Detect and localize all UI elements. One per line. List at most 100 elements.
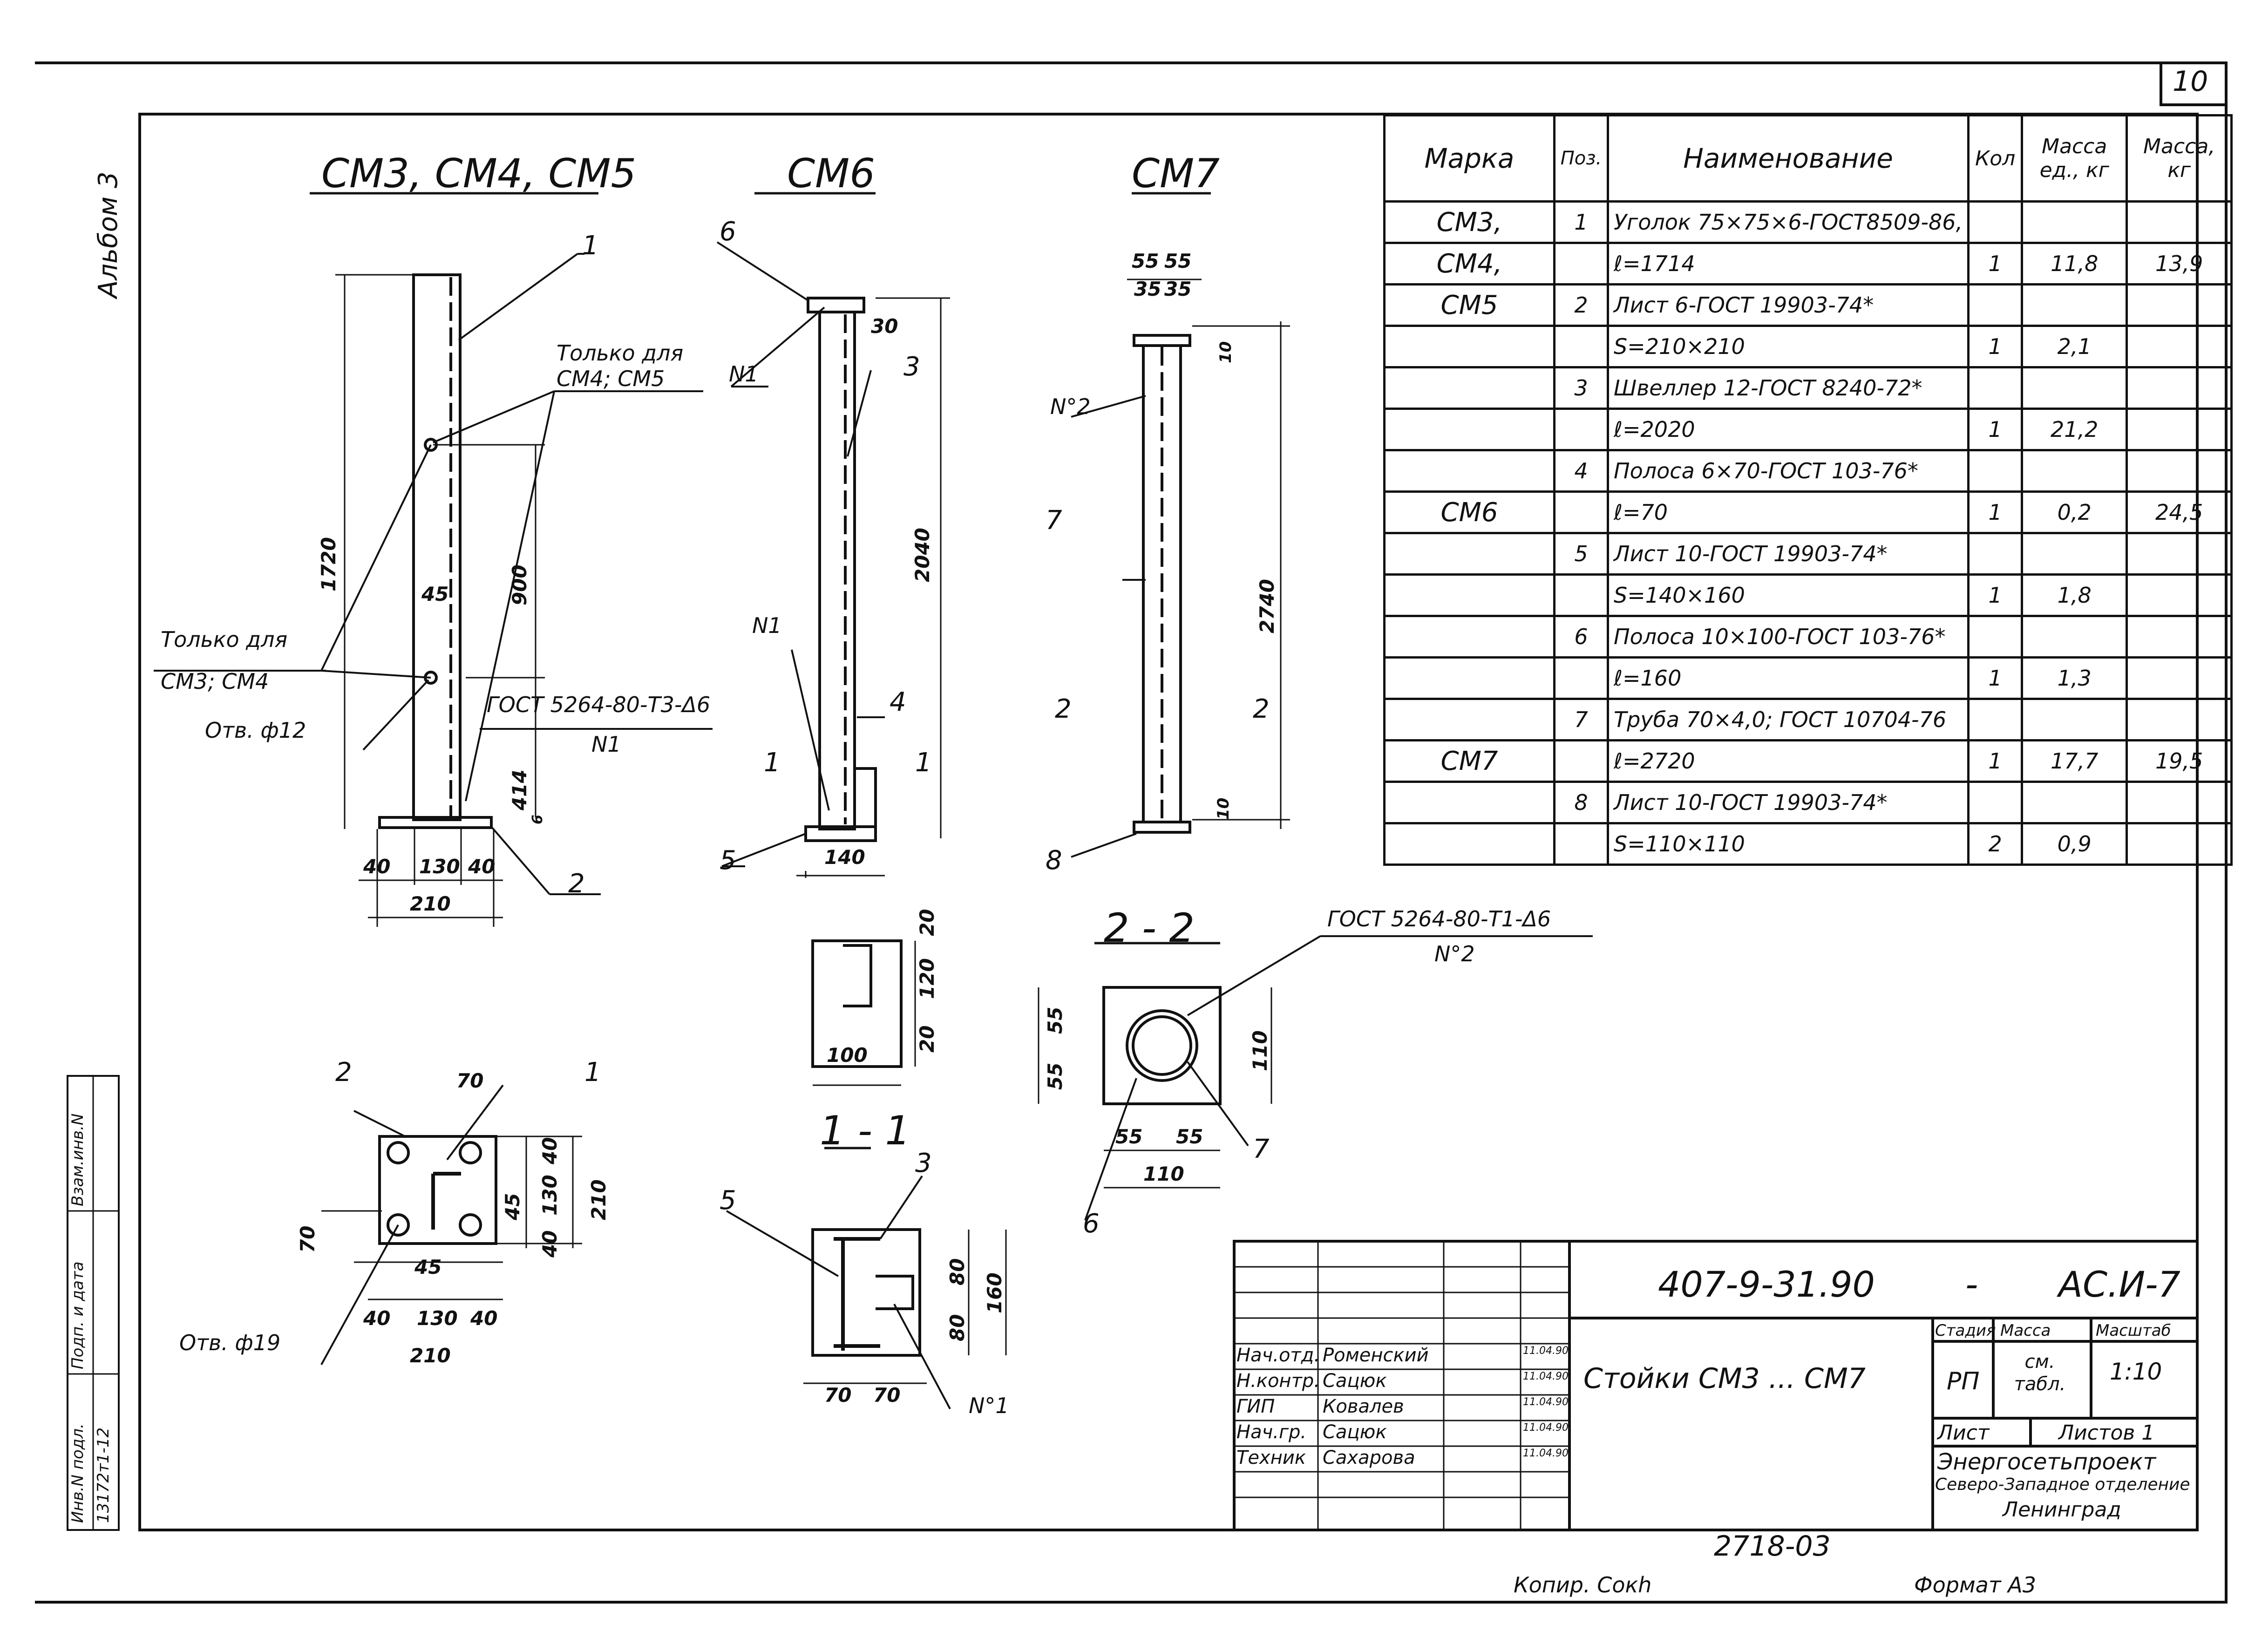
dim-30: 30 [871, 315, 898, 338]
note-only-cm34-l2: СМ3; СМ4 [161, 669, 269, 694]
signer-name: Сацюк [1323, 1370, 1387, 1392]
section-2-2-title: 2 - 2 [1104, 905, 1195, 952]
spec-pos-cell [1553, 573, 1609, 617]
section-mark-2-left: 2 [1055, 694, 1072, 724]
plate-dim-40-a: 40 [538, 1137, 561, 1164]
dim-140: 140 [824, 846, 865, 869]
sheets-label: Листов 1 [2058, 1421, 2155, 1445]
org-city: Ленинград [2003, 1498, 2121, 1522]
spec-name-cell: ℓ=160 [1606, 656, 1970, 700]
spec-mark-cell [1383, 615, 1555, 659]
signer-date: 11.04.90 [1523, 1448, 1569, 1459]
spec-total-mass-cell: 24,5 [2126, 490, 2233, 534]
spec-pos-cell [1553, 242, 1609, 286]
spec-unit-mass-cell [2021, 283, 2128, 327]
spec-unit-mass-cell [2021, 449, 2128, 493]
plate-dim-130-h: 130 [417, 1307, 458, 1330]
col-pos: Поз. [1553, 114, 1609, 203]
spec-name-cell: Полоса 10×100-ГОСТ 103-76* [1606, 615, 1970, 659]
spec-mark-cell [1383, 408, 1555, 451]
spec-total-mass-cell [2126, 532, 2233, 576]
section-1-pos-3: 3 [915, 1148, 932, 1178]
sheet-format: Формат А3 [1914, 1572, 2036, 1598]
spec-name-cell: Лист 10-ГОСТ 19903-74* [1606, 532, 1970, 576]
order-number: 2718-03 [1714, 1530, 1831, 1563]
hole-19-label: Отв. ф19 [179, 1330, 281, 1355]
spec-mark-cell: СМ5 [1383, 283, 1555, 327]
dim-130: 130 [419, 855, 460, 878]
plate-pos-1: 1 [584, 1057, 601, 1088]
spec-name-cell: ℓ=1714 [1606, 242, 1970, 286]
weld-ref-n1: N1 [591, 732, 621, 757]
spec-pos-cell: 6 [1553, 615, 1609, 659]
stage-value: РП [1947, 1367, 1980, 1395]
dim-900: 900 [508, 564, 531, 605]
top-plate-dim-100: 100 [827, 1044, 868, 1067]
scale-label: Масштаб [2096, 1321, 2171, 1340]
view-title-cm6: СМ6 [787, 150, 875, 197]
signer-name: Сахарова [1323, 1447, 1415, 1468]
note-only-cm34-l1: Только для [161, 627, 288, 652]
spec-unit-mass-cell: 11,8 [2021, 242, 2128, 286]
section-1-dim-160: 160 [983, 1272, 1006, 1313]
view-title-cm7: СМ7 [1132, 150, 1220, 197]
pos-label-5: 5 [720, 845, 736, 876]
spec-unit-mass-cell: 0,9 [2021, 822, 2128, 866]
dim-2040: 2040 [911, 528, 934, 582]
spec-mark-cell: СМ3, [1383, 200, 1555, 244]
spec-unit-mass-cell [2021, 781, 2128, 824]
spec-name-cell: Лист 6-ГОСТ 19903-74* [1606, 283, 1970, 327]
spec-pos-cell [1553, 739, 1609, 783]
spec-total-mass-cell [2126, 449, 2233, 493]
top-plate-dim-120: 120 [916, 958, 938, 999]
spec-pos-cell: 4 [1553, 449, 1609, 493]
weld-ref-n2-section: N°2 [1434, 941, 1475, 966]
section-2-pos-7: 7 [1253, 1134, 1270, 1164]
note-only-cm45-l1: Только для [557, 340, 684, 366]
spec-total-mass-cell [2126, 573, 2233, 617]
drawing-title: Стойки СМ3 ... СМ7 [1583, 1362, 1866, 1395]
dim-1720: 1720 [317, 537, 340, 591]
weld-label-t1: ГОСТ 5264-80-Т1-Δ6 [1327, 906, 1551, 931]
dim-40-right: 40 [468, 855, 496, 878]
section-1-dim-80-a: 80 [946, 1258, 969, 1285]
section-1-1-title: 1 - 1 [820, 1108, 911, 1154]
plate-dim-45-v: 45 [501, 1193, 524, 1220]
spec-qty-cell: 2 [1967, 822, 2024, 866]
mass-value: см. табл. [2014, 1351, 2066, 1395]
spec-mark-cell: СМ6 [1383, 490, 1555, 534]
spec-qty-cell [1967, 532, 2024, 576]
plate-dim-130-v: 130 [538, 1175, 561, 1216]
spec-unit-mass-cell [2021, 698, 2128, 741]
signer-date: 11.04.90 [1523, 1345, 1569, 1357]
signer-date: 11.04.90 [1523, 1396, 1569, 1408]
dim-35-left: 35 [1134, 278, 1161, 300]
section-1-dim-70-a: 70 [824, 1384, 852, 1407]
spec-mark-cell [1383, 449, 1555, 493]
spec-unit-mass-cell [2021, 615, 2128, 659]
section-mark-2-right: 2 [1253, 694, 1270, 724]
spec-mark-cell [1383, 822, 1555, 866]
pos-label-3: 3 [903, 352, 920, 382]
plate-dim-40-c: 40 [363, 1307, 391, 1330]
spec-mark-cell [1383, 781, 1555, 824]
spec-name-cell: ℓ=70 [1606, 490, 1970, 534]
section-1-dim-80-b: 80 [946, 1314, 969, 1341]
dim-40-left: 40 [363, 855, 391, 878]
spec-pos-cell: 1 [1553, 200, 1609, 244]
spec-total-mass-cell: 19,5 [2126, 739, 2233, 783]
plate-dim-45-h: 45 [414, 1256, 442, 1278]
spec-qty-cell: 1 [1967, 242, 2024, 286]
spec-mark-cell: СМ7 [1383, 739, 1555, 783]
col-qty: Кол [1967, 114, 2024, 203]
spec-qty-cell [1967, 200, 2024, 244]
